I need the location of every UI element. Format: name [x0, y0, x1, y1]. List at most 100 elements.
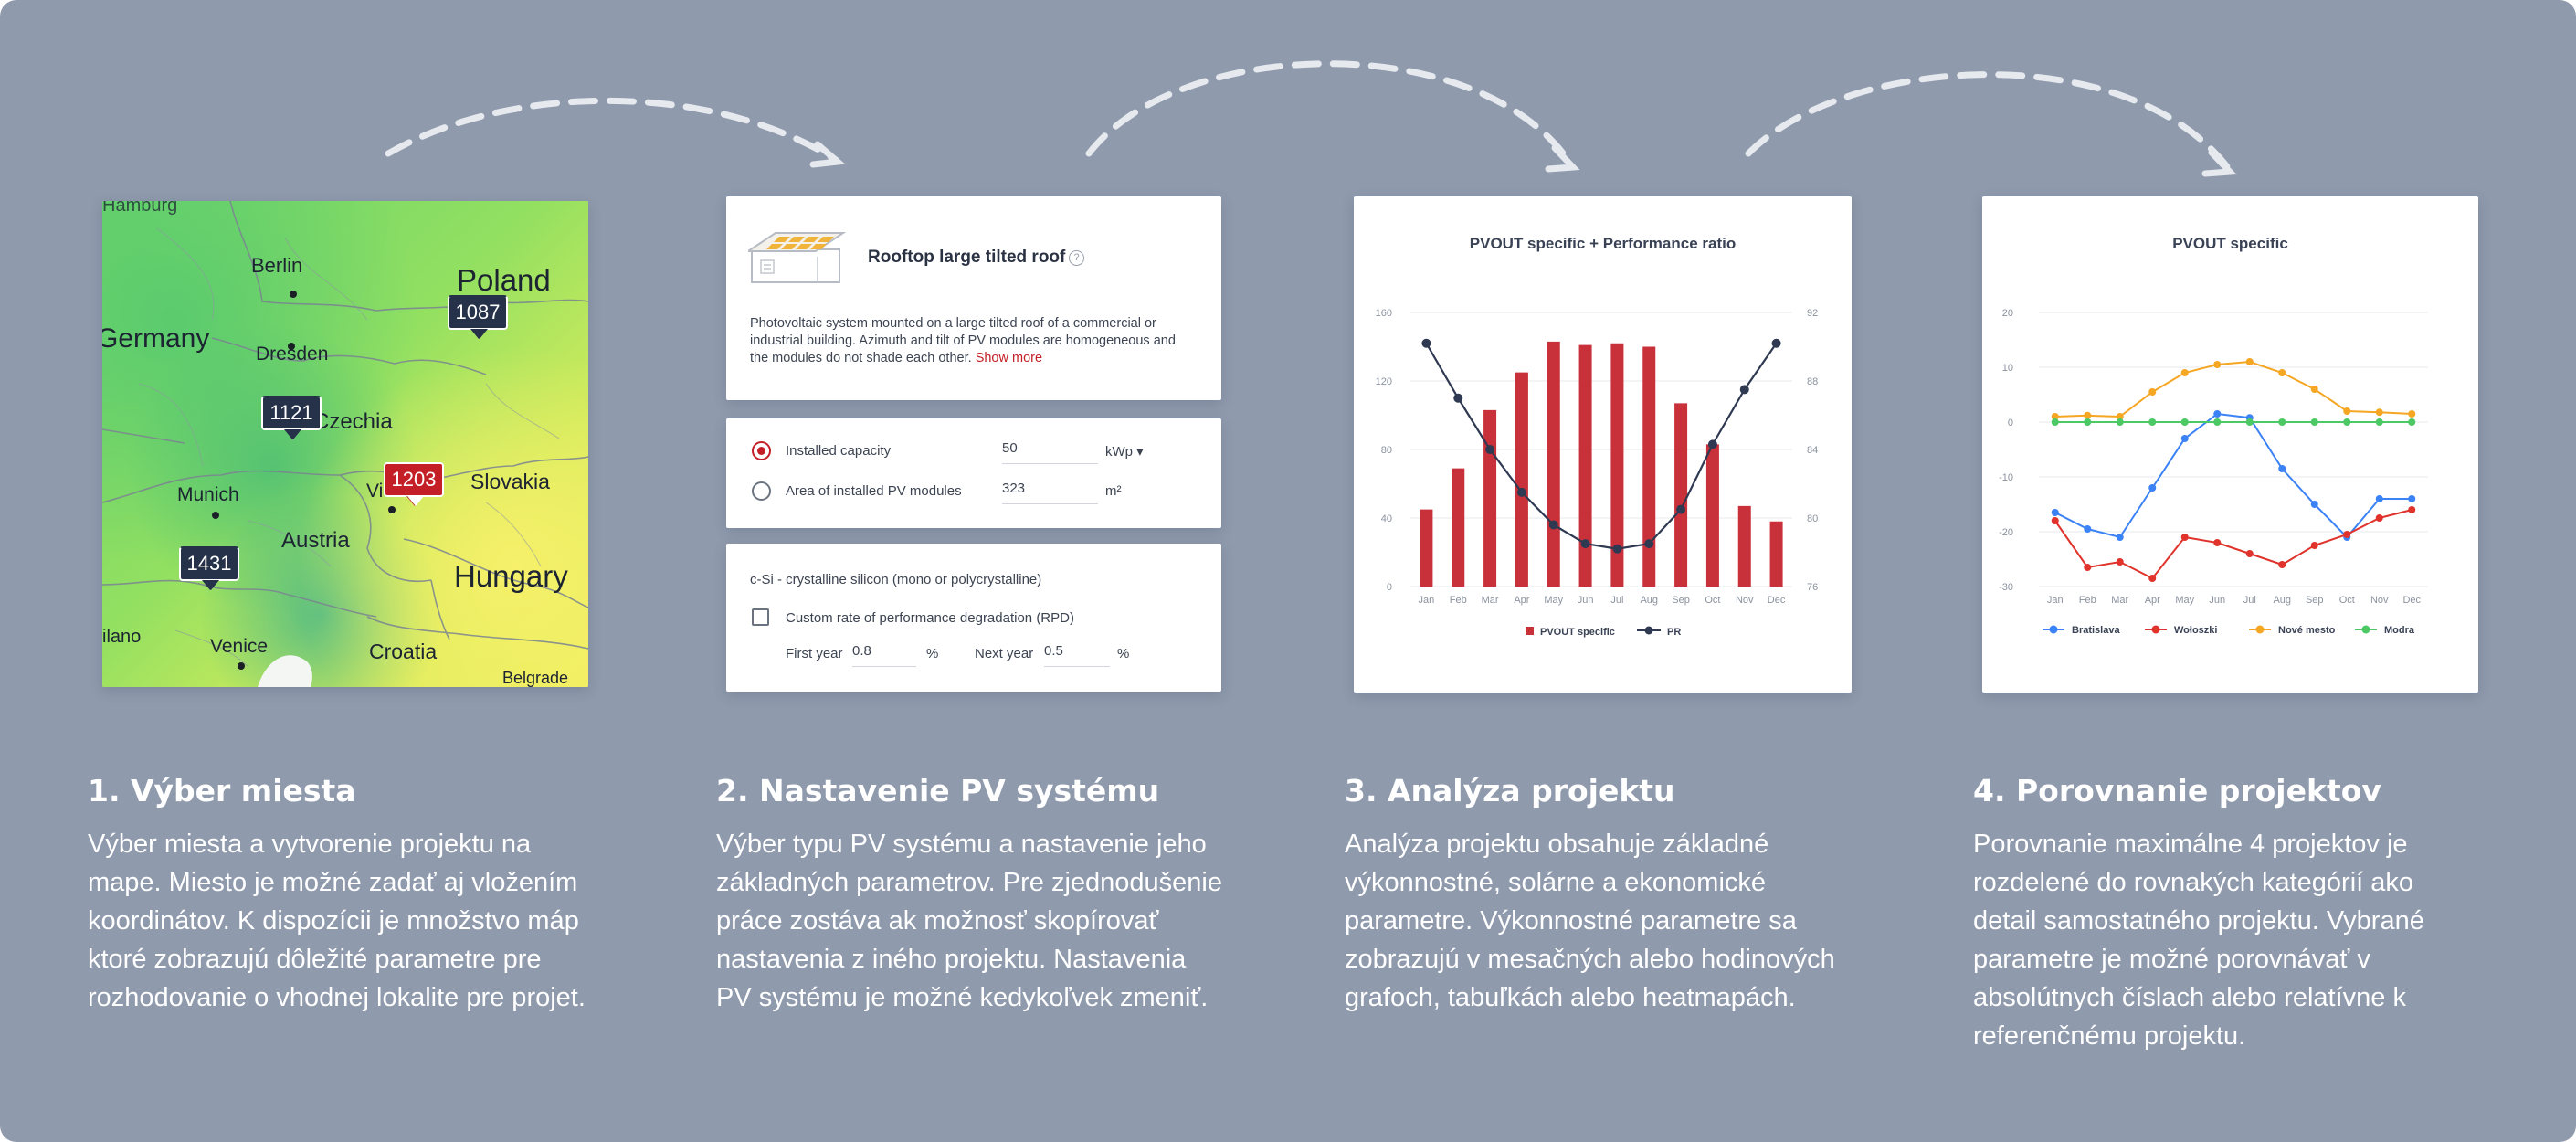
desc-line: výkonnostné, solárne a ekonomické — [1345, 868, 1767, 897]
x-tick-label: Feb — [2079, 595, 2096, 606]
next-year-input[interactable]: 0.5 — [1044, 643, 1110, 667]
map-label-poland: Poland — [457, 263, 551, 297]
series-point — [2213, 539, 2222, 546]
area-label: Area of installed PV modules — [786, 483, 962, 499]
chart-title: PVOUT specific + Performance ratio — [1469, 235, 1737, 252]
pr-point — [1516, 487, 1526, 497]
series-point — [2148, 388, 2157, 396]
bar — [1642, 346, 1656, 587]
pv-type-card[interactable]: Rooftop large tilted roof ? Photovoltaic… — [726, 196, 1221, 400]
pr-line — [1425, 343, 1778, 550]
step-2-title: 2. Nastavenie PV systému — [716, 773, 1160, 809]
x-tick-label: Jul — [2243, 595, 2256, 606]
pv-type-title: Rooftop large tilted roof — [868, 248, 1066, 267]
series-point — [2278, 418, 2286, 426]
y-tick-label: -10 — [1999, 472, 2013, 483]
map-pin-selected[interactable]: 1203 — [384, 462, 444, 506]
series-point — [2148, 575, 2157, 582]
series-point — [2213, 418, 2222, 426]
x-tick-label: Oct — [2339, 595, 2355, 606]
bar — [1610, 343, 1624, 587]
x-tick-label: Apr — [1514, 595, 1529, 606]
series-point — [2408, 506, 2416, 513]
series-point — [2310, 386, 2318, 393]
area-input[interactable]: 323 — [1002, 481, 1098, 504]
bar — [1420, 509, 1433, 587]
y-tick-label: 0 — [1387, 582, 1392, 593]
legend-swatch-dot — [2255, 625, 2265, 634]
series-point — [2343, 407, 2351, 415]
capacity-radio[interactable] — [752, 441, 771, 460]
desc-line: grafoch, tabuľkách alebo heatmapách. — [1345, 983, 1796, 1012]
next-year-label: Next year — [975, 646, 1034, 661]
map-label-hungary: Hungary — [454, 559, 568, 593]
map-label-slovakia: Slovakia — [470, 470, 550, 493]
legend-swatch-pvout — [1526, 627, 1534, 635]
desc-line: koordinátov. K dispozícii je množstvo má… — [88, 906, 579, 936]
x-tick-label: Sep — [2306, 595, 2324, 606]
y-tick-label: 0 — [2008, 418, 2013, 428]
map-label-germany: Germany — [102, 323, 210, 354]
first-year-input[interactable]: 0.8 — [852, 643, 916, 667]
capacity-unit-select[interactable]: kWp ▾ — [1105, 444, 1144, 460]
arrow-3-4 — [1745, 71, 2233, 173]
show-more-link[interactable]: Show more — [975, 351, 1043, 365]
pr-point — [1739, 385, 1749, 395]
legend-label: Nové mesto — [2278, 625, 2336, 636]
desc-line: Výber miesta a vytvorenie projektu na — [88, 830, 532, 859]
city-dot-munich — [212, 512, 219, 519]
pin-tail — [406, 496, 423, 506]
help-icon[interactable]: ? — [1069, 250, 1084, 266]
legend-swatch-dot — [2361, 625, 2370, 634]
pin-value: 1431 — [186, 552, 232, 575]
x-tick-label: Jan — [2047, 595, 2064, 606]
rooftop-icon — [748, 232, 847, 283]
chart-title: PVOUT specific — [2172, 235, 2288, 252]
map-pin[interactable]: 1121 — [261, 396, 322, 439]
x-tick-label: Aug — [2273, 595, 2291, 606]
area-unit: m² — [1105, 483, 1122, 499]
legend-swatch-dot — [2049, 625, 2058, 634]
map-pin[interactable]: 1087 — [448, 295, 508, 339]
capacity-label: Installed capacity — [786, 443, 892, 459]
step-2-description: Výber typu PV systému a nastavenie jeho … — [716, 825, 1264, 1017]
pv-description-text: Photovoltaic system mounted on a large t… — [750, 316, 1176, 365]
map-label-berlin: Berlin — [251, 254, 303, 277]
map-card[interactable]: Hamburg Berlin Poland Germany Dresden Cz… — [102, 201, 588, 687]
capacity-input[interactable]: 50 — [1002, 440, 1098, 464]
y-tick-label: 10 — [2002, 363, 2013, 374]
desc-line: Porovnanie maximálne 4 projektov je — [1973, 830, 2408, 859]
y2-tick-label: 92 — [1807, 308, 1818, 319]
series-point — [2180, 534, 2189, 541]
x-tick-label: Sep — [1672, 595, 1690, 606]
x-tick-label: Jan — [1419, 595, 1435, 606]
series-point — [2148, 484, 2157, 492]
area-radio[interactable] — [752, 481, 771, 501]
pv-module-card: c-Si - crystalline silicon (mono or poly… — [726, 544, 1221, 692]
map-label-munich: Munich — [177, 484, 239, 505]
series-point — [2180, 418, 2189, 426]
series-point — [2084, 564, 2092, 571]
x-tick-label: Jun — [1578, 595, 1594, 606]
city-dot-venice — [238, 662, 245, 670]
next-year-unit: % — [1117, 646, 1130, 661]
y2-tick-label: 84 — [1807, 445, 1818, 456]
map-pin[interactable]: 1431 — [179, 546, 239, 590]
map-label-hamburg: Hamburg — [102, 201, 178, 216]
desc-line: detail samostatného projektu. Vybrané — [1973, 906, 2424, 936]
arrow-1-2-head — [809, 141, 846, 168]
desc-line: Výber typu PV systému a nastavenie jeho — [716, 830, 1207, 859]
step-4-description: Porovnanie maximálne 4 projektov je rozd… — [1973, 825, 2521, 1055]
x-tick-label: May — [2175, 595, 2194, 606]
desc-line: rozhodovanie o vhodnej lokalite pre proj… — [88, 983, 586, 1012]
degradation-checkbox[interactable] — [752, 608, 769, 626]
terrain-map[interactable] — [102, 201, 588, 687]
series-point — [2245, 418, 2254, 426]
step-1-title: 1. Výber miesta — [88, 773, 356, 809]
x-tick-label: Mar — [2111, 595, 2128, 606]
series-point — [2116, 413, 2124, 420]
